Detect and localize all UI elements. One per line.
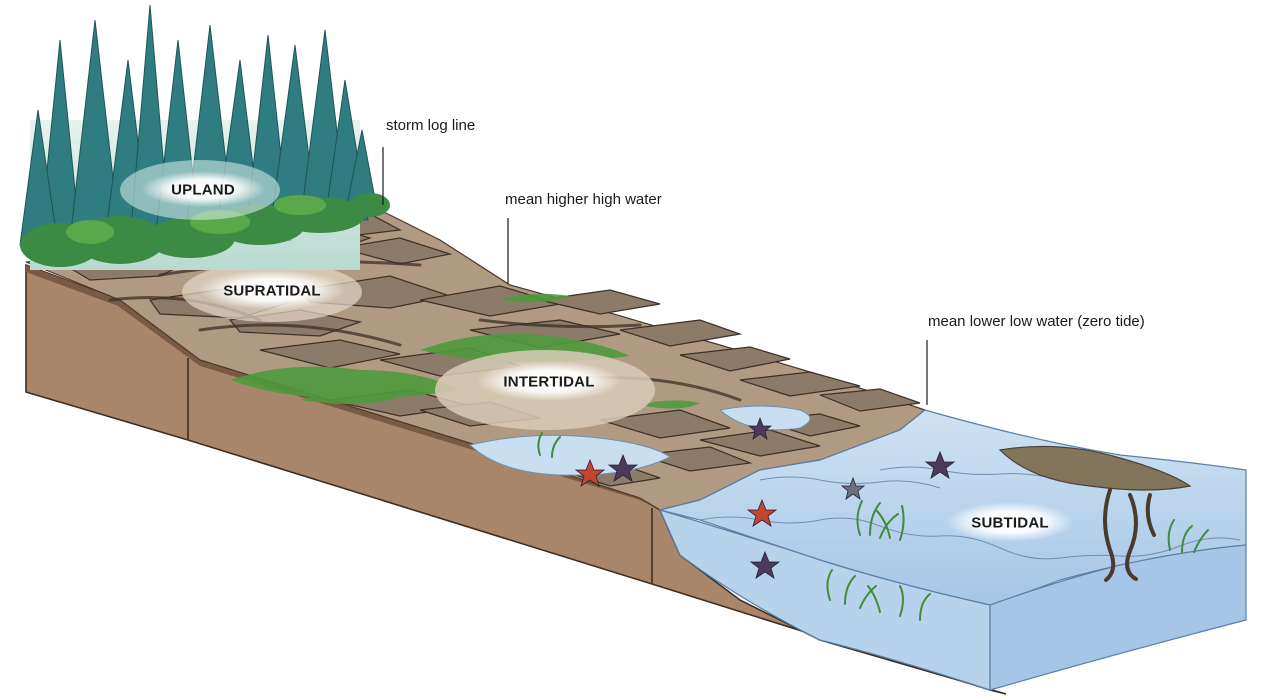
subtidal-rock-ledge	[998, 445, 1192, 491]
mean-lower-low-water-label: mean lower low water (zero tide)	[928, 313, 1145, 330]
zone-label-upland: UPLAND	[171, 181, 235, 199]
zone-label-supratidal: SUPRATIDAL	[223, 282, 321, 300]
supratidal-label-glow	[198, 270, 346, 310]
subtidal-label-glow	[946, 502, 1074, 542]
water-waves	[699, 466, 1241, 560]
upland-label-glow	[141, 171, 265, 207]
zone-label-intertidal: INTERTIDAL	[503, 373, 595, 391]
intertidal-label-glow	[477, 361, 621, 401]
zone-label-subtidal: SUBTIDAL	[971, 514, 1049, 532]
seagrass	[537, 432, 1209, 621]
kelp-stalks	[1103, 488, 1156, 582]
storm-log-line-label: storm log line	[386, 117, 476, 134]
starfish-group	[574, 416, 956, 579]
upland-forest	[19, 4, 390, 270]
soil-top-band	[26, 265, 660, 510]
water-side-face	[989, 544, 1247, 691]
mean-higher-high-water-label: mean higher high water	[505, 191, 662, 208]
